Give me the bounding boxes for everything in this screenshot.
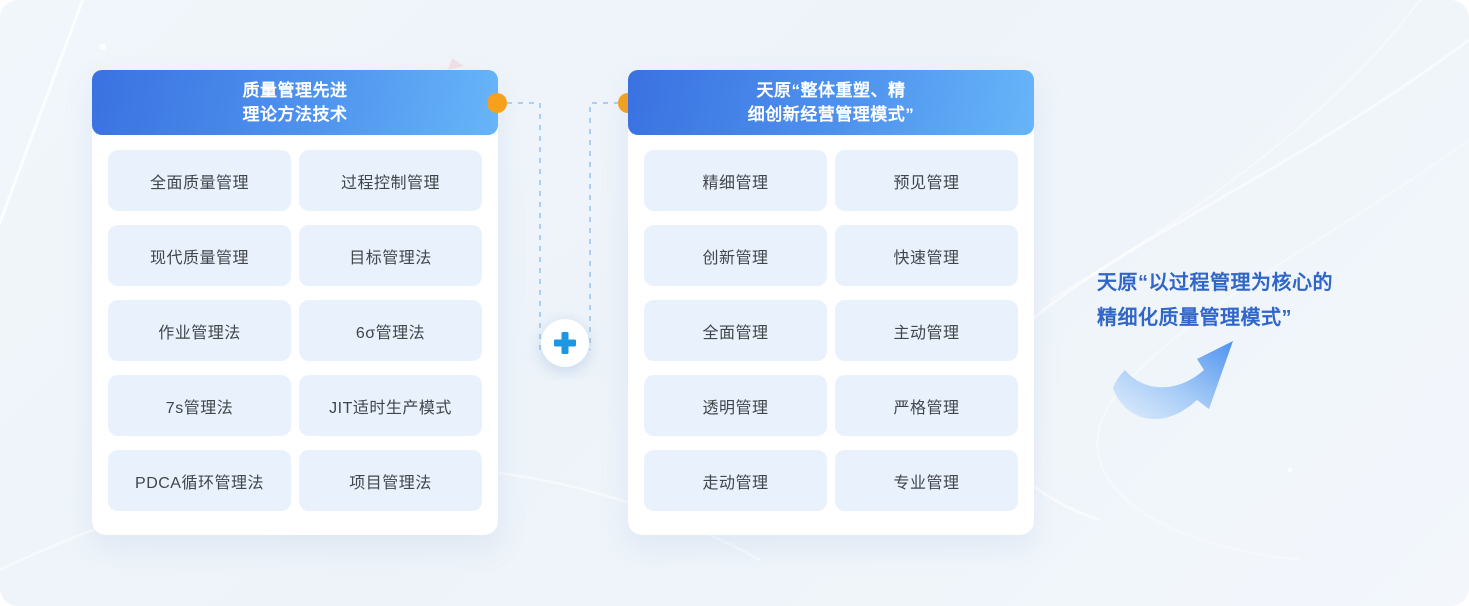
tile: 全面管理	[644, 300, 827, 361]
right-panel-header-line2: 细创新经营管理模式”	[747, 104, 915, 124]
tile: 专业管理	[835, 450, 1018, 511]
tile: 7s管理法	[108, 375, 291, 436]
result-text-line1: 天原“以过程管理为核心的	[1097, 272, 1333, 294]
left-panel-tile-grid: 全面质量管理 过程控制管理 现代质量管理 目标管理法 作业管理法 6σ管理法 7…	[92, 135, 498, 511]
tile: 精细管理	[644, 150, 827, 211]
tile: 走动管理	[644, 450, 827, 511]
tile: 目标管理法	[299, 225, 482, 286]
right-panel-tile-grid: 精细管理 预见管理 创新管理 快速管理 全面管理 主动管理 透明管理 严格管理 …	[628, 135, 1034, 511]
left-panel: 质量管理先进 理论方法技术 全面质量管理 过程控制管理 现代质量管理 目标管理法…	[92, 70, 498, 535]
tile: JIT适时生产模式	[299, 375, 482, 436]
curved-arrow-icon	[1113, 341, 1233, 420]
tile: 过程控制管理	[299, 150, 482, 211]
tile: 项目管理法	[299, 450, 482, 511]
result-text-line2: 精细化质量管理模式”	[1097, 307, 1292, 329]
tile: 创新管理	[644, 225, 827, 286]
tile: 现代质量管理	[108, 225, 291, 286]
tile: 预见管理	[835, 150, 1018, 211]
plus-icon	[541, 319, 589, 367]
tile: 全面质量管理	[108, 150, 291, 211]
left-panel-header-line2: 理论方法技术	[242, 104, 348, 124]
left-panel-header: 质量管理先进 理论方法技术	[92, 70, 498, 135]
tile: 透明管理	[644, 375, 827, 436]
tile: PDCA循环管理法	[108, 450, 291, 511]
right-panel: 天原“整体重塑、精 细创新经营管理模式” 精细管理 预见管理 创新管理 快速管理…	[628, 70, 1034, 535]
dashed-line-left	[507, 102, 541, 350]
panel-connector	[488, 93, 638, 367]
right-panel-header-line1: 天原“整体重塑、精	[756, 80, 906, 100]
result-text: 天原“以过程管理为核心的 精细化质量管理模式”	[1097, 266, 1333, 336]
tile: 6σ管理法	[299, 300, 482, 361]
tile: 作业管理法	[108, 300, 291, 361]
dashed-line-right	[589, 102, 619, 350]
tile: 主动管理	[835, 300, 1018, 361]
right-panel-header: 天原“整体重塑、精 细创新经营管理模式”	[628, 70, 1034, 135]
orange-dot-icon	[488, 93, 507, 113]
tile: 严格管理	[835, 375, 1018, 436]
left-panel-header-line1: 质量管理先进	[242, 80, 348, 100]
tile: 快速管理	[835, 225, 1018, 286]
